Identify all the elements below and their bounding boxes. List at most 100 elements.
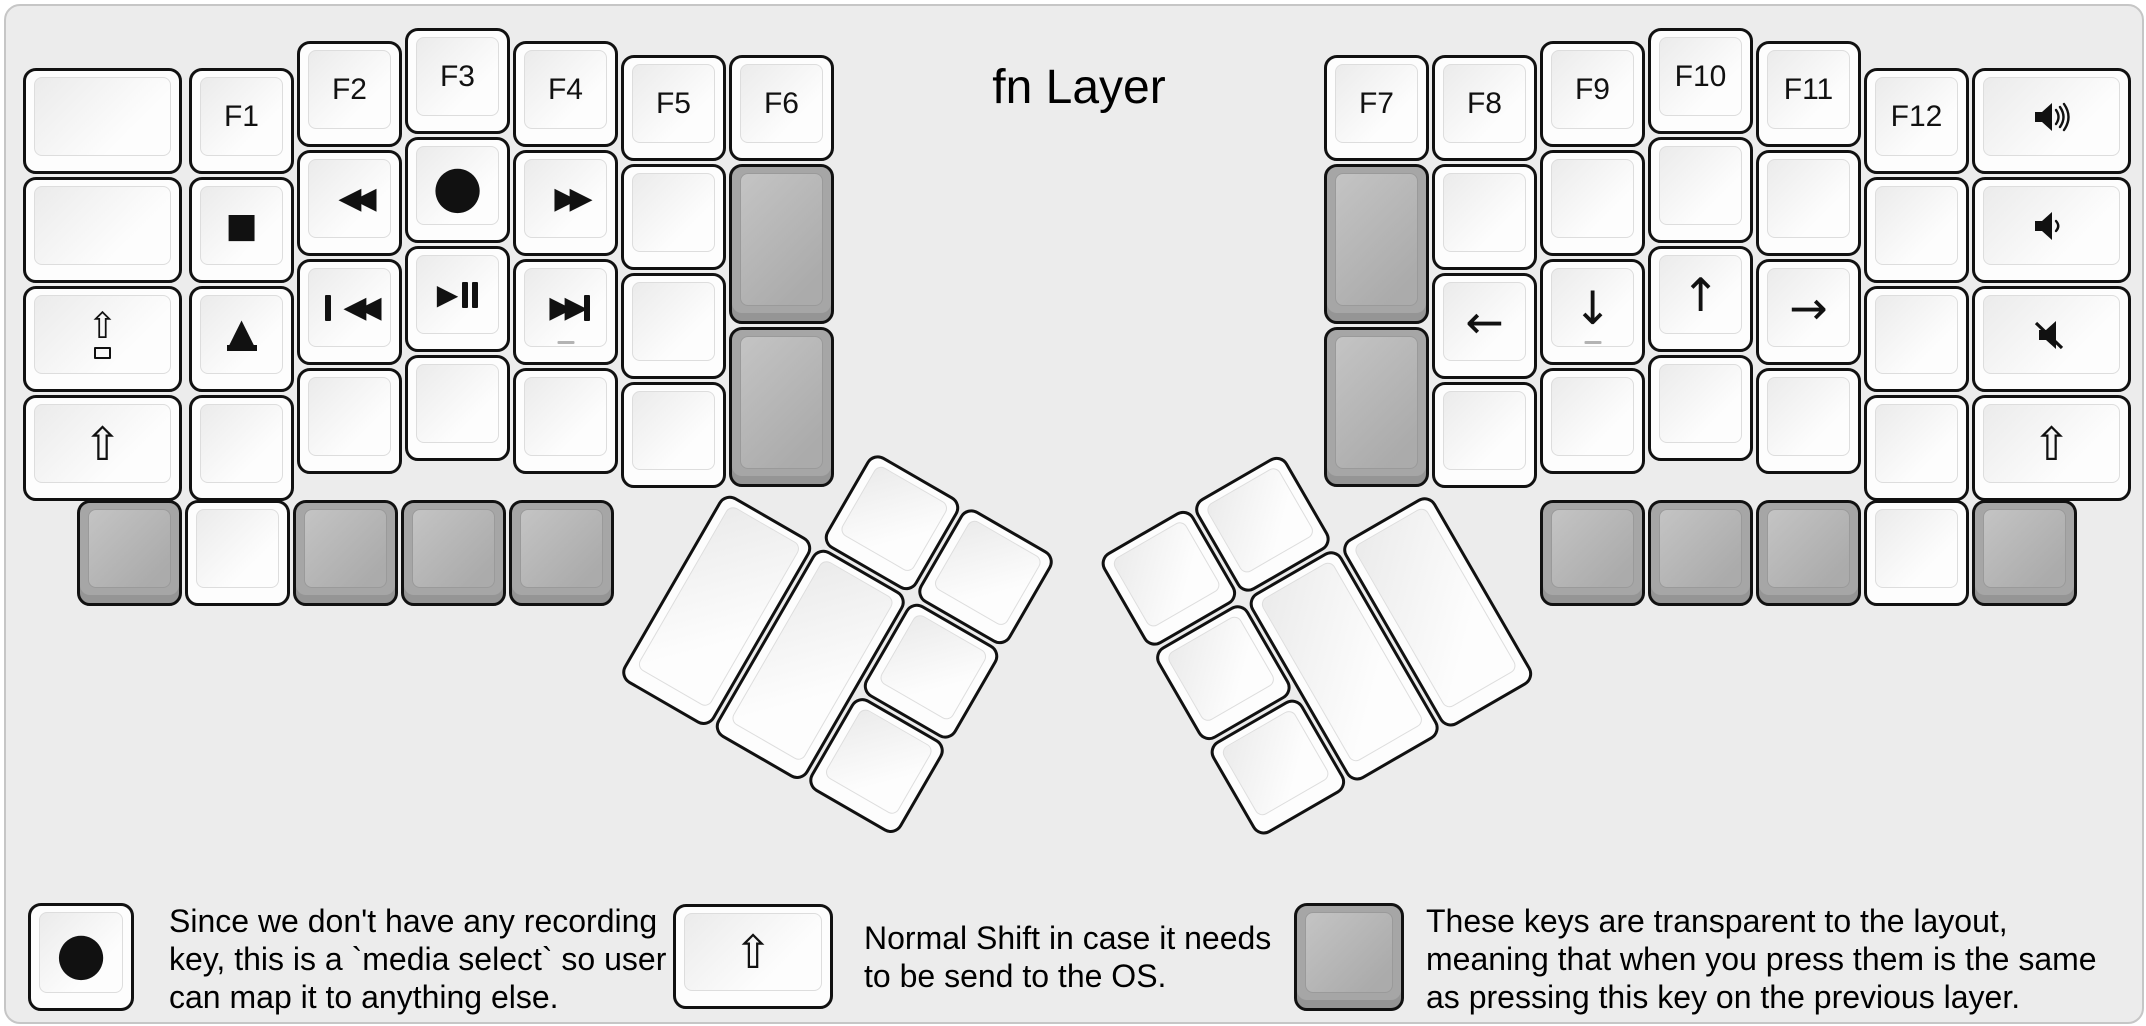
key-blank-r-5[interactable]	[1648, 137, 1753, 243]
key-f3[interactable]: F3	[405, 28, 510, 134]
keycap-surface	[1983, 509, 2066, 588]
key-transparent-r-bottom-1[interactable]	[1540, 500, 1645, 606]
key-f6[interactable]: F6	[729, 55, 834, 161]
key-blank-l-7[interactable]	[621, 382, 726, 488]
key-transparent-r-inner-2[interactable]	[1324, 327, 1429, 487]
keycap-surface	[838, 463, 950, 574]
key-f9[interactable]: F9	[1540, 41, 1645, 147]
keycap-surface: →	[1767, 268, 1850, 347]
keycap-surface	[1551, 159, 1634, 238]
key-transparent-l-bottom-1[interactable]	[77, 500, 182, 606]
shift-icon: ⇧	[2032, 416, 2071, 471]
key-transparent-r-bottom-4[interactable]	[1972, 500, 2077, 606]
key-blank-r-10[interactable]	[1864, 286, 1969, 392]
up-arrow-icon: ↑	[1681, 267, 1720, 322]
key-blank-l-bottom[interactable]	[185, 500, 290, 606]
key-media-fast-forward[interactable]: ▶▶	[513, 150, 618, 256]
key-f5[interactable]: F5	[621, 55, 726, 161]
key-arrow-up[interactable]: ↑	[1648, 246, 1753, 352]
key-arrow-left[interactable]: ←	[1432, 273, 1537, 379]
key-volume-down[interactable]	[1972, 177, 2131, 283]
key-volume-mute[interactable]	[1972, 286, 2131, 392]
key-f4[interactable]: F4	[513, 41, 618, 147]
key-blank-l-1[interactable]	[189, 395, 294, 501]
key-blank-r-4[interactable]	[1540, 368, 1645, 474]
key-f2[interactable]: F2	[297, 41, 402, 147]
key-blank-l-4[interactable]	[513, 368, 618, 474]
key-media-stop[interactable]: ■	[189, 177, 294, 283]
key-volume-up[interactable]	[1972, 68, 2131, 174]
key-f11[interactable]: F11	[1756, 41, 1861, 147]
key-blank-l-2[interactable]	[297, 368, 402, 474]
key-label: F1	[223, 99, 259, 133]
key-f12[interactable]: F12	[1864, 68, 1969, 174]
keycap-surface: ▲	[200, 295, 283, 374]
key-media-next-track[interactable]: ▶▶	[513, 259, 618, 365]
key-transparent-r-bottom-2[interactable]	[1648, 500, 1753, 606]
keycap-surface	[1983, 186, 2120, 265]
homing-dash	[1584, 341, 1601, 344]
key-transparent-l-bottom-3[interactable]	[401, 500, 506, 606]
keycap-surface: F10	[1659, 37, 1742, 116]
keycap-surface	[1110, 519, 1223, 630]
key-blank-l-3[interactable]	[405, 355, 510, 461]
keycap-surface	[740, 336, 823, 469]
keycap-surface	[1875, 404, 1958, 483]
key-blank-r-bottom[interactable]	[1864, 500, 1969, 606]
key-transparent-l-inner-1[interactable]	[729, 164, 834, 324]
key-media-rewind[interactable]: ◀◀	[297, 150, 402, 256]
record-icon: ●	[55, 918, 107, 987]
key-transparent-r-bottom-3[interactable]	[1756, 500, 1861, 606]
key-blank-r-7[interactable]	[1756, 150, 1861, 256]
key-media-eject[interactable]: ▲	[189, 286, 294, 392]
keycap-surface: ●	[39, 912, 123, 993]
key-blank-r-11[interactable]	[1864, 395, 1969, 501]
key-blank-r-1[interactable]	[1432, 164, 1537, 270]
key-f10[interactable]: F10	[1648, 28, 1753, 134]
rewind-icon: ◀◀	[338, 180, 376, 216]
key-blank-r-6[interactable]	[1648, 355, 1753, 461]
keycap-surface: F3	[416, 37, 499, 116]
keycap-surface	[1335, 336, 1418, 469]
keycap-surface: F5	[632, 64, 715, 143]
key-transparent-l-inner-2[interactable]	[729, 327, 834, 487]
key-arrow-down[interactable]: ↓	[1540, 259, 1645, 365]
keycap-surface	[1875, 509, 1958, 588]
keycap-surface	[1335, 173, 1418, 306]
key-legend-transparent-key	[1294, 903, 1404, 1011]
shift-icon: ⇧	[83, 416, 122, 471]
key-arrow-right[interactable]: →	[1756, 259, 1861, 365]
keycap-surface	[1551, 377, 1634, 456]
key-f8[interactable]: F8	[1432, 55, 1537, 161]
keycap-surface: F1	[200, 77, 283, 156]
key-blank-r-9[interactable]	[1864, 177, 1969, 283]
key-label: F11	[1783, 72, 1834, 106]
key-transparent-l-bottom-2[interactable]	[293, 500, 398, 606]
key-shift-left[interactable]: ⇧	[23, 395, 182, 501]
key-media-prev-track[interactable]: ◀◀	[297, 259, 402, 365]
keycap-surface	[1983, 295, 2120, 374]
keycap-surface	[1875, 186, 1958, 265]
key-media-record[interactable]: ●	[405, 137, 510, 243]
key-blank-l-outer-1[interactable]	[23, 68, 182, 174]
keycap-surface	[1204, 465, 1316, 576]
layer-title: fn Layer	[992, 61, 1166, 114]
left-arrow-icon: ←	[1465, 294, 1504, 349]
key-label: F7	[1358, 86, 1394, 120]
key-caps-lock[interactable]: ⇧	[23, 286, 182, 392]
key-blank-l-5[interactable]	[621, 164, 726, 270]
key-media-play-pause[interactable]: ▶	[405, 246, 510, 352]
key-blank-l-outer-2[interactable]	[23, 177, 182, 283]
key-shift-right[interactable]: ⇧	[1972, 395, 2131, 501]
key-blank-r-2[interactable]	[1432, 382, 1537, 488]
key-f7[interactable]: F7	[1324, 55, 1429, 161]
key-blank-l-6[interactable]	[621, 273, 726, 379]
key-f1[interactable]: F1	[189, 68, 294, 174]
key-blank-r-8[interactable]	[1756, 368, 1861, 474]
key-transparent-r-inner-1[interactable]	[1324, 164, 1429, 324]
key-label: F5	[655, 86, 691, 120]
keycap-surface	[932, 517, 1044, 628]
key-blank-r-3[interactable]	[1540, 150, 1645, 256]
key-transparent-l-bottom-4[interactable]	[509, 500, 614, 606]
